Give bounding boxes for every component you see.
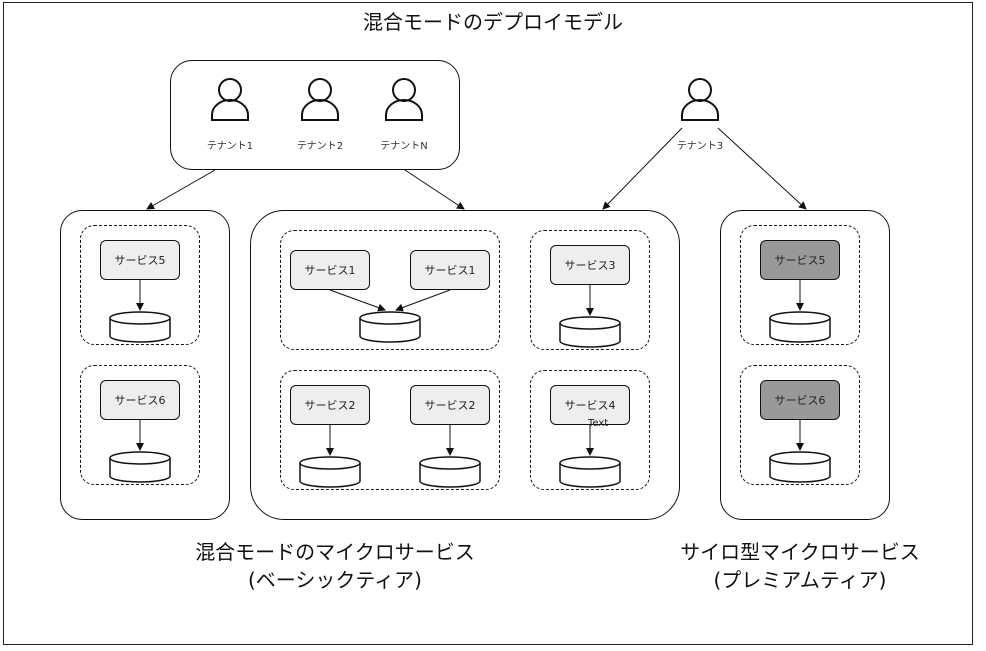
tenant-group: [170, 60, 460, 170]
stray-text-label: Text: [588, 418, 609, 429]
premium-service6-box: サービス6: [760, 380, 840, 420]
tenant-2-label: テナント2: [296, 141, 344, 152]
mixed-caption-line1: 混合モードのマイクロサービス: [195, 540, 475, 564]
diagram-frame: [3, 2, 973, 645]
mixed-caption: 混合モードのマイクロサービス (ベーシックティア): [130, 538, 540, 594]
tenant-3-label: テナント3: [676, 141, 724, 152]
group-service5: [80, 225, 200, 345]
group-service1: [280, 230, 500, 350]
service1-box-a: サービス1: [290, 250, 370, 290]
silo-caption: サイロ型マイクロサービス (プレミアムティア): [630, 538, 970, 594]
group-service3: [530, 230, 650, 350]
service2-box-a: サービス2: [290, 385, 370, 425]
service3-box: サービス3: [550, 245, 630, 285]
service4-box: サービス4: [550, 385, 630, 425]
premium-service5-box: サービス5: [760, 240, 840, 280]
service6-box: サービス6: [100, 380, 180, 420]
tenant-n-label: テナントN: [380, 141, 428, 152]
silo-caption-line1: サイロ型マイクロサービス: [680, 540, 920, 564]
service1-box-b: サービス1: [410, 250, 490, 290]
group-premium-service6: [740, 365, 860, 485]
group-service6: [80, 365, 200, 485]
mixed-caption-line2: (ベーシックティア): [247, 568, 422, 592]
silo-caption-line2: (プレミアムティア): [713, 568, 887, 592]
service5-box: サービス5: [100, 240, 180, 280]
group-service2: [280, 370, 500, 490]
diagram-title: 混合モードのデプロイモデル: [363, 10, 623, 34]
tenant-1-label: テナント1: [206, 141, 254, 152]
service2-box-b: サービス2: [410, 385, 490, 425]
group-service4: [530, 370, 650, 490]
group-premium-service5: [740, 225, 860, 345]
